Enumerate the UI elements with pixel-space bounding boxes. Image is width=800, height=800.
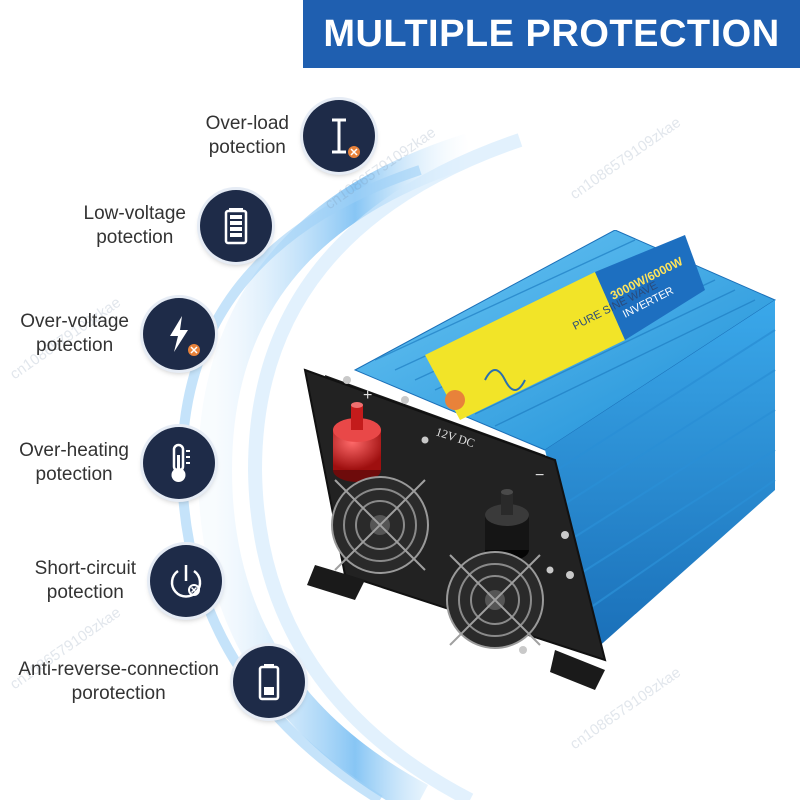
- page-title: MULTIPLE PROTECTION: [323, 12, 780, 55]
- feature-label: Short-circuit potection: [34, 558, 136, 603]
- thermometer-icon: [143, 427, 215, 499]
- plus-sign: +: [363, 387, 372, 404]
- feature-label: Over-load potection: [205, 113, 289, 158]
- cooling-fan-left: [331, 476, 429, 574]
- feature-short-circuit: Short-circuit potection: [35, 545, 222, 617]
- inverter-product-image: PURE SINE WAVE 3000W/6000W INVERTER 12V …: [303, 230, 777, 690]
- minus-sign: −: [535, 467, 544, 484]
- brand-badge: [445, 390, 465, 410]
- feature-overload: Over-load potection: [206, 100, 375, 172]
- feature-over-heating: Over-heating potection: [19, 427, 215, 499]
- feature-anti-reverse: Anti-reverse-connection porotection: [18, 646, 305, 718]
- feature-label: Low-voltage potection: [83, 203, 186, 248]
- battery-level-icon: [200, 190, 272, 262]
- negative-terminal: [485, 489, 529, 561]
- feature-low-voltage: Low-voltage potection: [84, 190, 272, 262]
- battery-icon: [233, 646, 305, 718]
- current-i-icon: [303, 100, 375, 172]
- feature-label: Over-heating potection: [19, 440, 129, 485]
- short-circuit-icon: [150, 545, 222, 617]
- feature-over-voltage: Over-voltage potection: [20, 298, 215, 370]
- positive-terminal: [333, 402, 381, 482]
- header-banner: MULTIPLE PROTECTION: [303, 0, 800, 68]
- cooling-fan-right: [446, 551, 544, 649]
- feature-label: Anti-reverse-connection porotection: [18, 659, 219, 704]
- lightning-icon: [143, 298, 215, 370]
- feature-label: Over-voltage potection: [20, 311, 129, 356]
